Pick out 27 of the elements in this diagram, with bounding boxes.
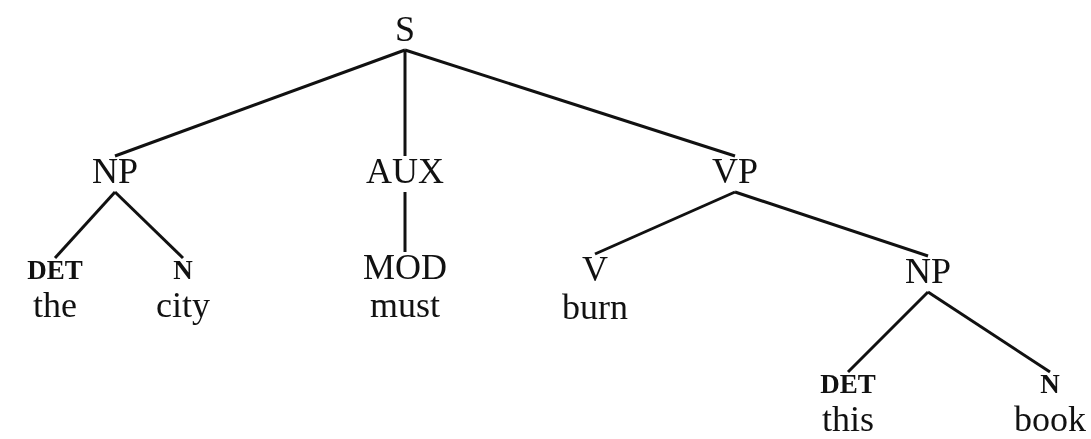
part-of-speech-label: N (172, 254, 194, 286)
part-of-speech-label: V (581, 250, 609, 288)
phrase-label: AUX (366, 152, 444, 190)
part-of-speech-label: MOD (363, 248, 447, 286)
tree-branch (403, 50, 407, 156)
tree-branch (403, 192, 407, 252)
phrase-label: S (395, 10, 415, 48)
word-label: this (821, 400, 875, 438)
tree-branch (594, 190, 736, 256)
tree-branch (927, 290, 1051, 374)
tree-branch (114, 48, 406, 158)
tree-branch (734, 190, 929, 258)
word-label: book (1014, 400, 1086, 438)
tree-branch (404, 48, 736, 158)
part-of-speech-label: DET (820, 368, 876, 400)
word-label: must (369, 286, 441, 324)
word-label: burn (562, 288, 628, 326)
tree-branch (846, 290, 930, 374)
word-label: city (156, 286, 210, 324)
part-of-speech-label: N (1039, 368, 1061, 400)
phrase-label: NP (92, 152, 138, 190)
phrase-label: VP (712, 152, 758, 190)
part-of-speech-label: DET (27, 254, 83, 286)
word-label: the (32, 286, 78, 324)
tree-branch (53, 191, 117, 259)
tree-branch (113, 190, 185, 260)
phrase-label: NP (905, 252, 951, 290)
